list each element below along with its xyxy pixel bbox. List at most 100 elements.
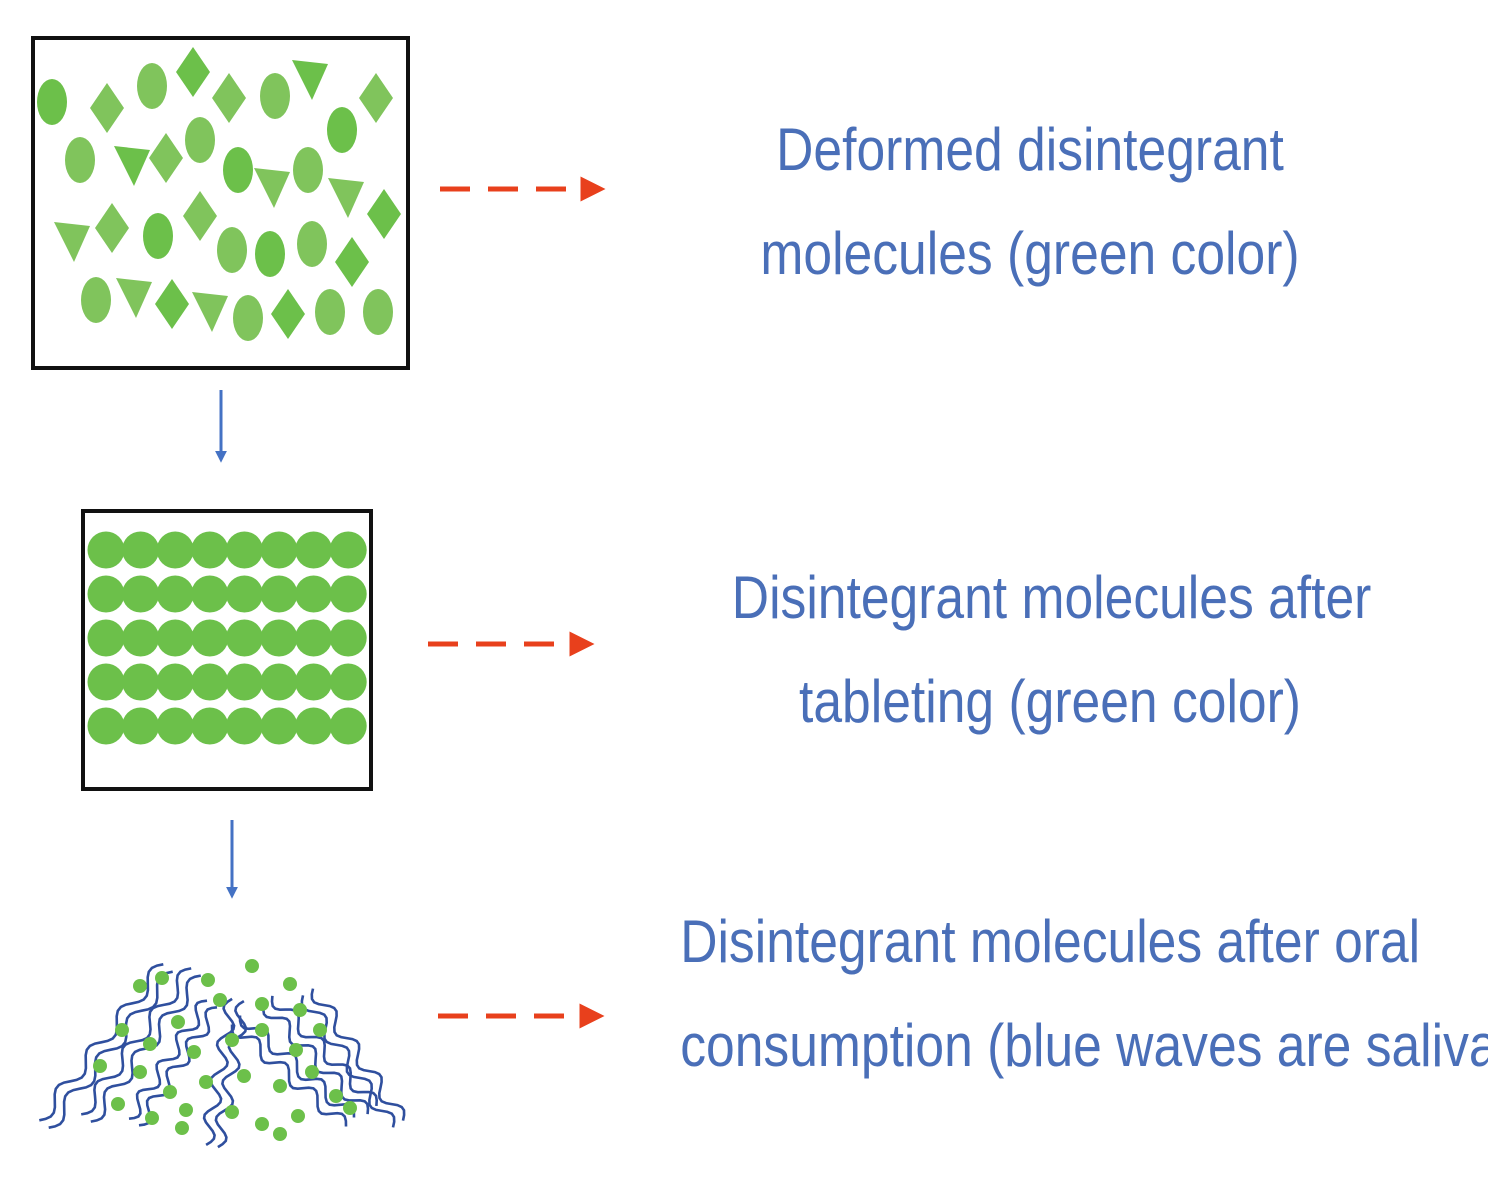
particle-circle: [187, 1045, 201, 1059]
particle-circle: [143, 1037, 157, 1051]
particle-triangle: [54, 222, 90, 262]
particle-circle: [133, 979, 147, 993]
particle-diamond: [90, 83, 124, 133]
particle-circle: [225, 707, 263, 745]
particle-circle: [225, 1033, 239, 1047]
label-line: consumption (blue waves are saliva ): [680, 1012, 1488, 1079]
particle-circle: [111, 1097, 125, 1111]
particle-diamond: [155, 279, 189, 329]
particle-circle: [143, 213, 173, 259]
oral-particles: [93, 959, 357, 1141]
particle-circle: [122, 663, 160, 701]
label-line: Deformed disintegrant: [776, 116, 1284, 183]
saliva-wave-icon: [214, 999, 248, 1149]
particle-circle: [87, 707, 125, 745]
particle-circle: [329, 1089, 343, 1103]
saliva-wave-icon: [202, 997, 236, 1147]
deformed-particles: [37, 47, 401, 341]
particle-circle: [81, 277, 111, 323]
particle-circle: [225, 619, 263, 657]
particle-circle: [283, 977, 297, 991]
particle-circle: [295, 663, 333, 701]
particle-circle: [293, 1003, 307, 1017]
saliva-wave-icon: [128, 999, 208, 1120]
particle-circle: [305, 1065, 319, 1079]
particle-circle: [217, 227, 247, 273]
particle-circle: [191, 575, 229, 613]
particle-circle: [315, 289, 345, 335]
particle-triangle: [116, 278, 152, 318]
particle-circle: [329, 575, 367, 613]
particle-circle: [329, 663, 367, 701]
particle-circle: [156, 575, 194, 613]
particle-circle: [156, 663, 194, 701]
particle-circle: [122, 531, 160, 569]
saliva-wave-icon: [261, 1004, 370, 1115]
particle-circle: [329, 531, 367, 569]
particle-circle: [313, 1023, 327, 1037]
particle-circle: [225, 531, 263, 569]
particle-circle: [225, 663, 263, 701]
saliva-waves: [39, 963, 406, 1149]
particle-circle: [87, 619, 125, 657]
particle-diamond: [359, 73, 393, 123]
deformed-particles-box: [31, 36, 410, 370]
particle-circle: [163, 1085, 177, 1099]
particle-diamond: [271, 289, 305, 339]
particle-circle: [260, 619, 298, 657]
particle-circle: [233, 295, 263, 341]
particle-circle: [260, 531, 298, 569]
particle-circle: [37, 79, 67, 125]
particle-circle: [115, 1023, 129, 1037]
particle-diamond: [149, 133, 183, 183]
particle-circle: [191, 707, 229, 745]
particle-circle: [363, 289, 393, 335]
particle-circle: [175, 1121, 189, 1135]
particle-diamond: [335, 237, 369, 287]
saliva-wave-icon: [80, 967, 192, 1116]
stage-label-oral: Disintegrant molecules after oral consum…: [680, 890, 1488, 1098]
particle-circle: [295, 707, 333, 745]
particle-circle: [122, 575, 160, 613]
particle-circle: [156, 531, 194, 569]
particle-circle: [185, 117, 215, 163]
particle-circle: [87, 575, 125, 613]
particle-circle: [156, 707, 194, 745]
particle-circle: [289, 1043, 303, 1057]
particle-circle: [291, 1109, 305, 1123]
particle-circle: [255, 997, 269, 1011]
particle-circle: [191, 619, 229, 657]
particle-circle: [191, 531, 229, 569]
particle-circle: [223, 147, 253, 193]
particle-circle: [260, 707, 298, 745]
particle-circle: [255, 231, 285, 277]
label-line: tableting (green color): [799, 668, 1301, 735]
particle-circle: [122, 707, 160, 745]
particle-diamond: [367, 189, 401, 239]
saliva-wave-icon: [230, 1024, 348, 1127]
particle-diamond: [95, 203, 129, 253]
particle-circle: [225, 575, 263, 613]
particle-circle: [343, 1101, 357, 1115]
particle-circle: [255, 1117, 269, 1131]
particle-triangle: [192, 292, 228, 332]
particle-circle: [87, 663, 125, 701]
particle-circle: [237, 1069, 251, 1083]
particle-circle: [171, 1015, 185, 1029]
particle-diamond: [212, 73, 246, 123]
particle-circle: [65, 137, 95, 183]
particle-circle: [93, 1059, 107, 1073]
label-line: Disintegrant molecules after: [731, 564, 1372, 631]
saliva-waves-group: [39, 959, 406, 1149]
particle-circle: [260, 663, 298, 701]
particle-circle: [255, 1023, 269, 1037]
particle-circle: [225, 1105, 239, 1119]
particle-triangle: [254, 168, 290, 208]
particle-circle: [137, 63, 167, 109]
particle-triangle: [328, 178, 364, 218]
saliva-wave-icon: [310, 988, 406, 1121]
saliva-wave-icon: [48, 970, 173, 1129]
particle-circle: [273, 1127, 287, 1141]
particle-triangle: [292, 60, 328, 100]
